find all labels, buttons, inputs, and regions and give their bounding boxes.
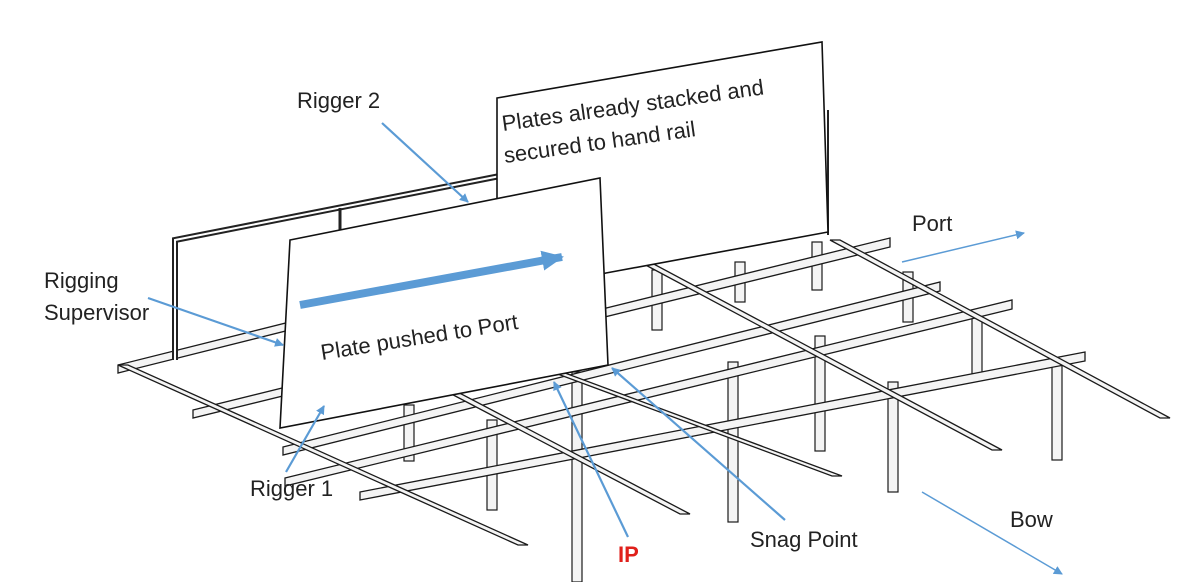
pointer-arrows xyxy=(147,122,1063,575)
bow-direction-arrow xyxy=(921,491,1063,575)
support-post xyxy=(814,335,826,452)
longitudinal-beams xyxy=(117,239,1171,546)
rigger1-pointer xyxy=(285,405,325,473)
support-post xyxy=(571,371,583,582)
push-direction-arrow xyxy=(299,250,564,309)
port-direction-arrow xyxy=(901,230,1025,263)
supervisor-pointer xyxy=(147,296,284,347)
support-post xyxy=(403,404,415,462)
beam xyxy=(284,299,1013,487)
ip-label: IP xyxy=(618,542,639,567)
rigging-supervisor-label-line1: Rigging xyxy=(44,268,119,293)
rigger-2-label: Rigger 2 xyxy=(297,88,380,113)
bow-label: Bow xyxy=(1010,507,1053,532)
support-post xyxy=(887,381,899,493)
support-post xyxy=(971,317,983,379)
rigger2-pointer xyxy=(381,122,469,203)
beam xyxy=(359,351,1086,501)
port-label: Port xyxy=(912,211,952,236)
beam xyxy=(829,239,1171,419)
snag-point-pointer xyxy=(611,367,786,521)
beam xyxy=(117,364,529,546)
snag-point-label: Snag Point xyxy=(750,527,858,552)
support-post xyxy=(1051,361,1063,461)
rigger-1-label: Rigger 1 xyxy=(250,476,333,501)
support-post xyxy=(727,361,739,523)
pushed-plate xyxy=(279,177,609,429)
rigging-supervisor-label-line2: Supervisor xyxy=(44,300,149,325)
ip-pointer xyxy=(553,381,629,538)
